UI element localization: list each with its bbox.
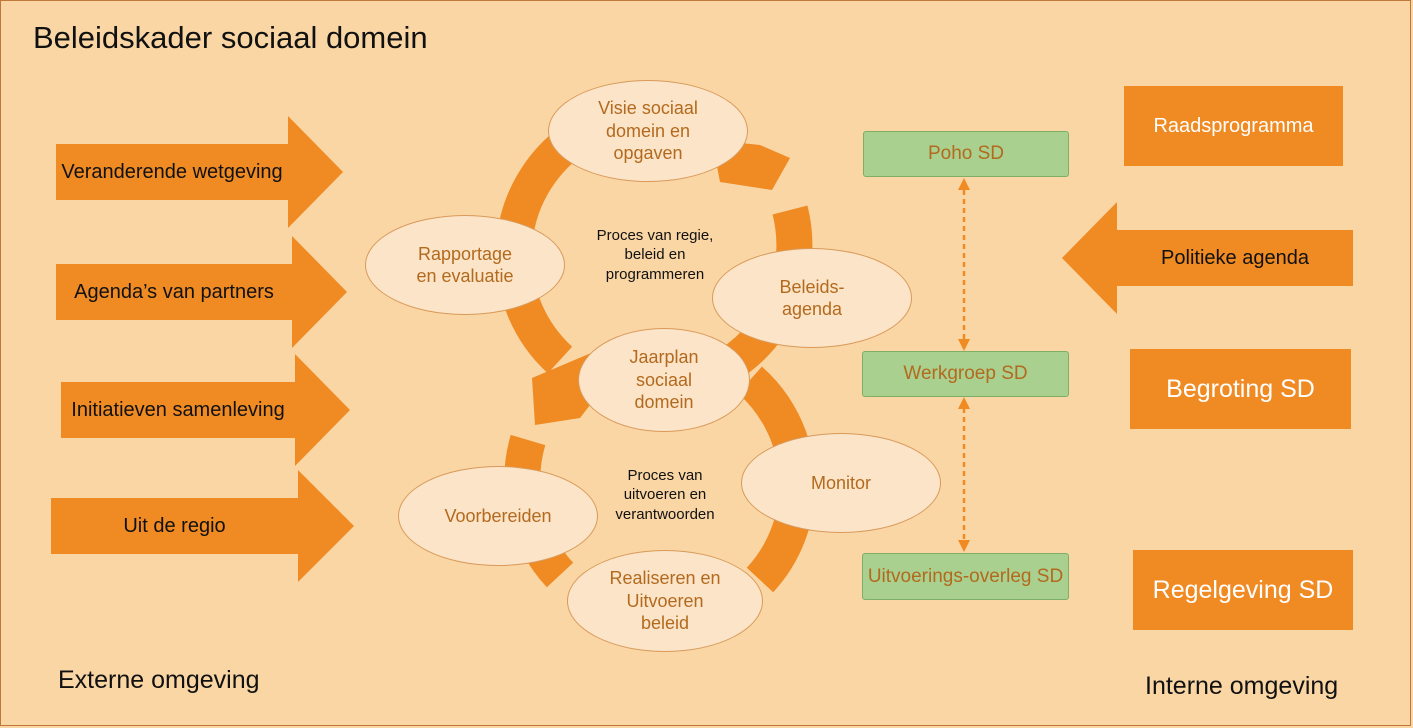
raadsprogramma-box: Raadsprogramma bbox=[1124, 86, 1343, 166]
label-politieke-agenda: Politieke agenda bbox=[1161, 246, 1309, 269]
poho-box: Poho SD bbox=[863, 131, 1069, 177]
ellipse-visie: Visie sociaal domein en opgaven bbox=[548, 80, 748, 182]
label-initiatieven: Initiatieven samenleving bbox=[71, 398, 285, 421]
regelgeving-box: Regelgeving SD bbox=[1133, 550, 1353, 630]
label-uit-de-regio: Uit de regio bbox=[123, 514, 226, 537]
ellipse-voorbereiden: Voorbereiden bbox=[398, 466, 598, 566]
uitvoeringsoverleg-box: Uitvoerings-overleg SD bbox=[862, 553, 1069, 600]
begroting-box: Begroting SD bbox=[1130, 349, 1351, 429]
internal-environment-label: Interne omgeving bbox=[1145, 672, 1339, 700]
ellipse-beleidsagenda: Beleids- agenda bbox=[712, 248, 912, 348]
bottom-cycle-center-text: Proces van uitvoeren en verantwoorden bbox=[615, 466, 715, 523]
ellipse-monitor: Monitor bbox=[741, 433, 941, 533]
arrow-veranderende-wetgeving bbox=[56, 116, 343, 228]
arrow-initiatieven bbox=[61, 354, 350, 466]
arrow-politieke-agenda bbox=[1062, 202, 1353, 314]
arrow-agendas-partners bbox=[56, 236, 347, 348]
ellipse-rapportage: Rapportage en evaluatie bbox=[365, 215, 565, 315]
arrow-uit-de-regio bbox=[51, 470, 354, 582]
label-agendas-partners: Agenda’s van partners bbox=[74, 280, 274, 303]
ellipse-realiseren: Realiseren en Uitvoeren beleid bbox=[567, 550, 763, 652]
connector-arrowheads bbox=[958, 178, 970, 552]
label-veranderende-wetgeving: Veranderende wetgeving bbox=[61, 160, 283, 183]
top-cycle-center-text: Proces van regie, beleid en programmeren bbox=[596, 226, 714, 283]
ellipse-jaarplan: Jaarplan sociaal domein bbox=[578, 328, 750, 432]
werkgroep-box: Werkgroep SD bbox=[862, 351, 1069, 397]
diagram-title: Beleidskader sociaal domein bbox=[33, 20, 428, 55]
external-environment-label: Externe omgeving bbox=[58, 666, 260, 694]
